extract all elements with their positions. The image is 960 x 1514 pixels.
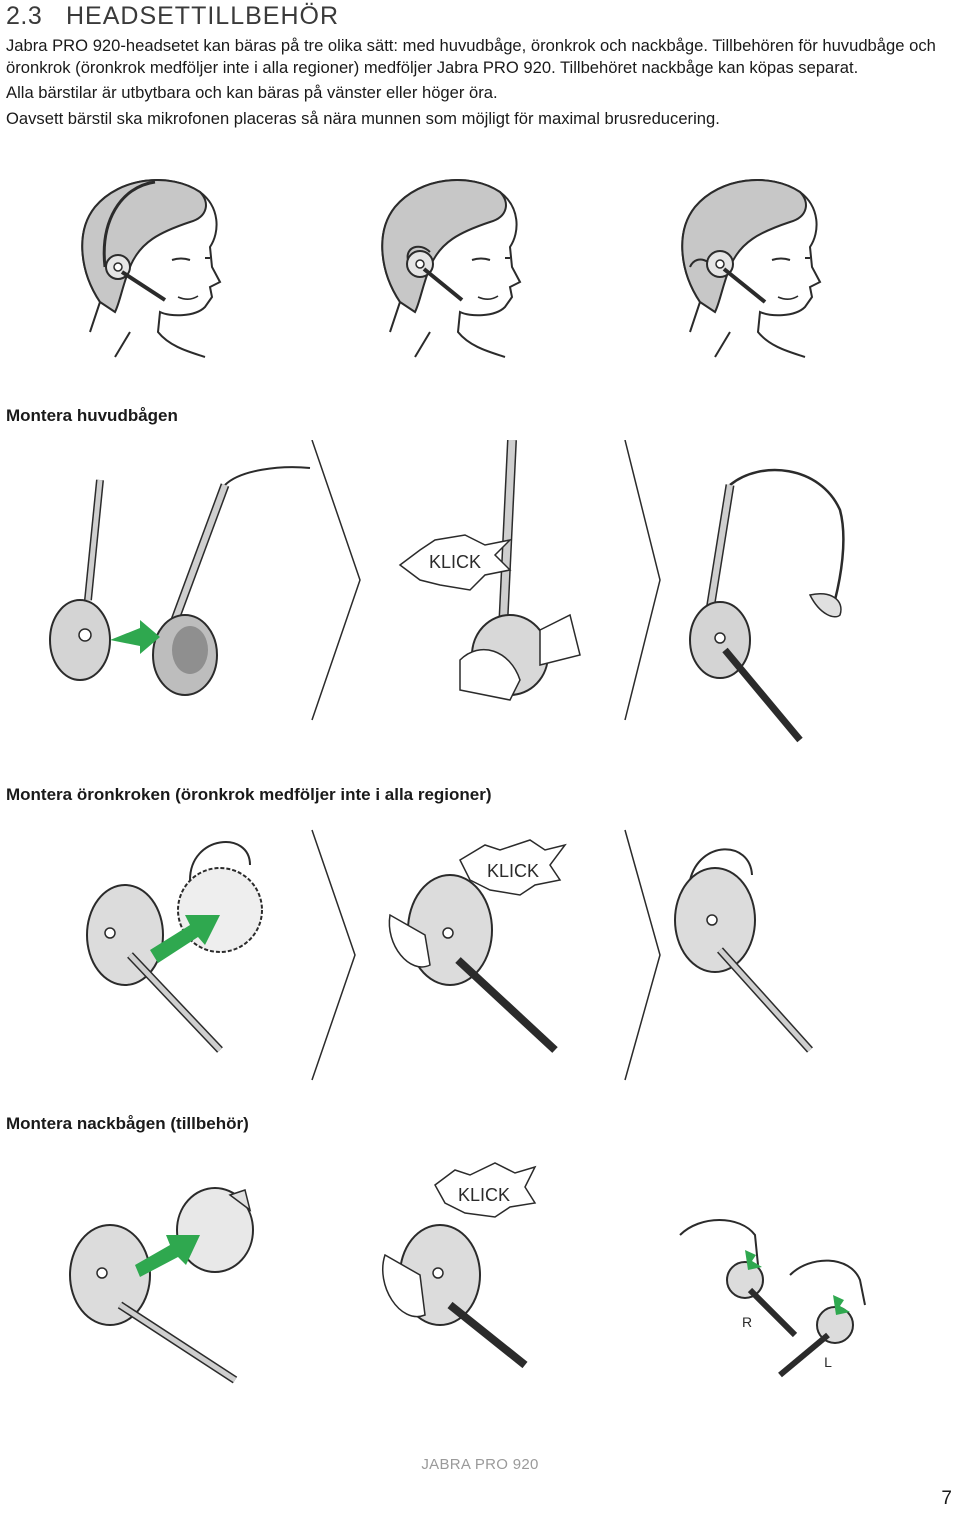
headband-parts-icon	[49, 466, 311, 696]
earhook-assembled-icon	[674, 848, 813, 1053]
wearing-styles-illustration	[81, 179, 821, 358]
step3-click-label: KLICK	[458, 1185, 510, 1205]
intro-paragraph-2: Alla bärstilar är utbytbara och kan bära…	[6, 83, 498, 102]
step2-illustration: KLICK	[86, 829, 813, 1081]
section-number: 2.3	[6, 2, 43, 30]
section-title: HEADSETTILLBEHÖR	[66, 2, 340, 30]
neckband-assembled-icon: R L	[679, 1219, 866, 1378]
intro-paragraph-3: Oavsett bärstil ska mikrofonen placeras …	[6, 108, 720, 128]
intro-text: Jabra PRO 920-headsetet kan bäras på tre…	[6, 35, 946, 129]
neckband-click-icon: KLICK	[382, 1162, 537, 1369]
neckband-parts-icon	[69, 1187, 254, 1384]
side-label-left: L	[824, 1354, 832, 1370]
footer-product: JABRA PRO 920	[421, 1456, 539, 1473]
earhook-click-icon: KLICK	[388, 839, 567, 1053]
page-number: 7	[941, 1488, 952, 1509]
step3-heading: Montera nackbågen (tillbehör)	[6, 1114, 249, 1133]
step2-click-label: KLICK	[487, 861, 539, 881]
head-headband-icon	[81, 179, 222, 358]
head-earhook-icon	[381, 179, 521, 358]
step1-click-label: KLICK	[429, 552, 481, 572]
chevron-right-icon	[624, 829, 661, 1081]
step2-heading: Montera öronkroken (öronkrok medföljer i…	[6, 785, 492, 804]
step1-heading: Montera huvudbågen	[6, 406, 178, 425]
headband-click-icon: KLICK	[398, 440, 581, 701]
side-label-right: R	[742, 1314, 752, 1330]
head-neckband-icon	[681, 179, 821, 358]
chevron-right-icon	[311, 440, 361, 721]
step1-illustration: KLICK	[49, 440, 845, 743]
earhook-parts-icon	[86, 841, 263, 1053]
headband-assembled-icon	[689, 468, 845, 743]
intro-paragraph-1: Jabra PRO 920-headsetet kan bäras på tre…	[6, 36, 936, 77]
step3-illustration: KLICK R L	[69, 1162, 866, 1384]
chevron-right-icon	[624, 440, 661, 721]
chevron-right-icon	[311, 829, 356, 1081]
